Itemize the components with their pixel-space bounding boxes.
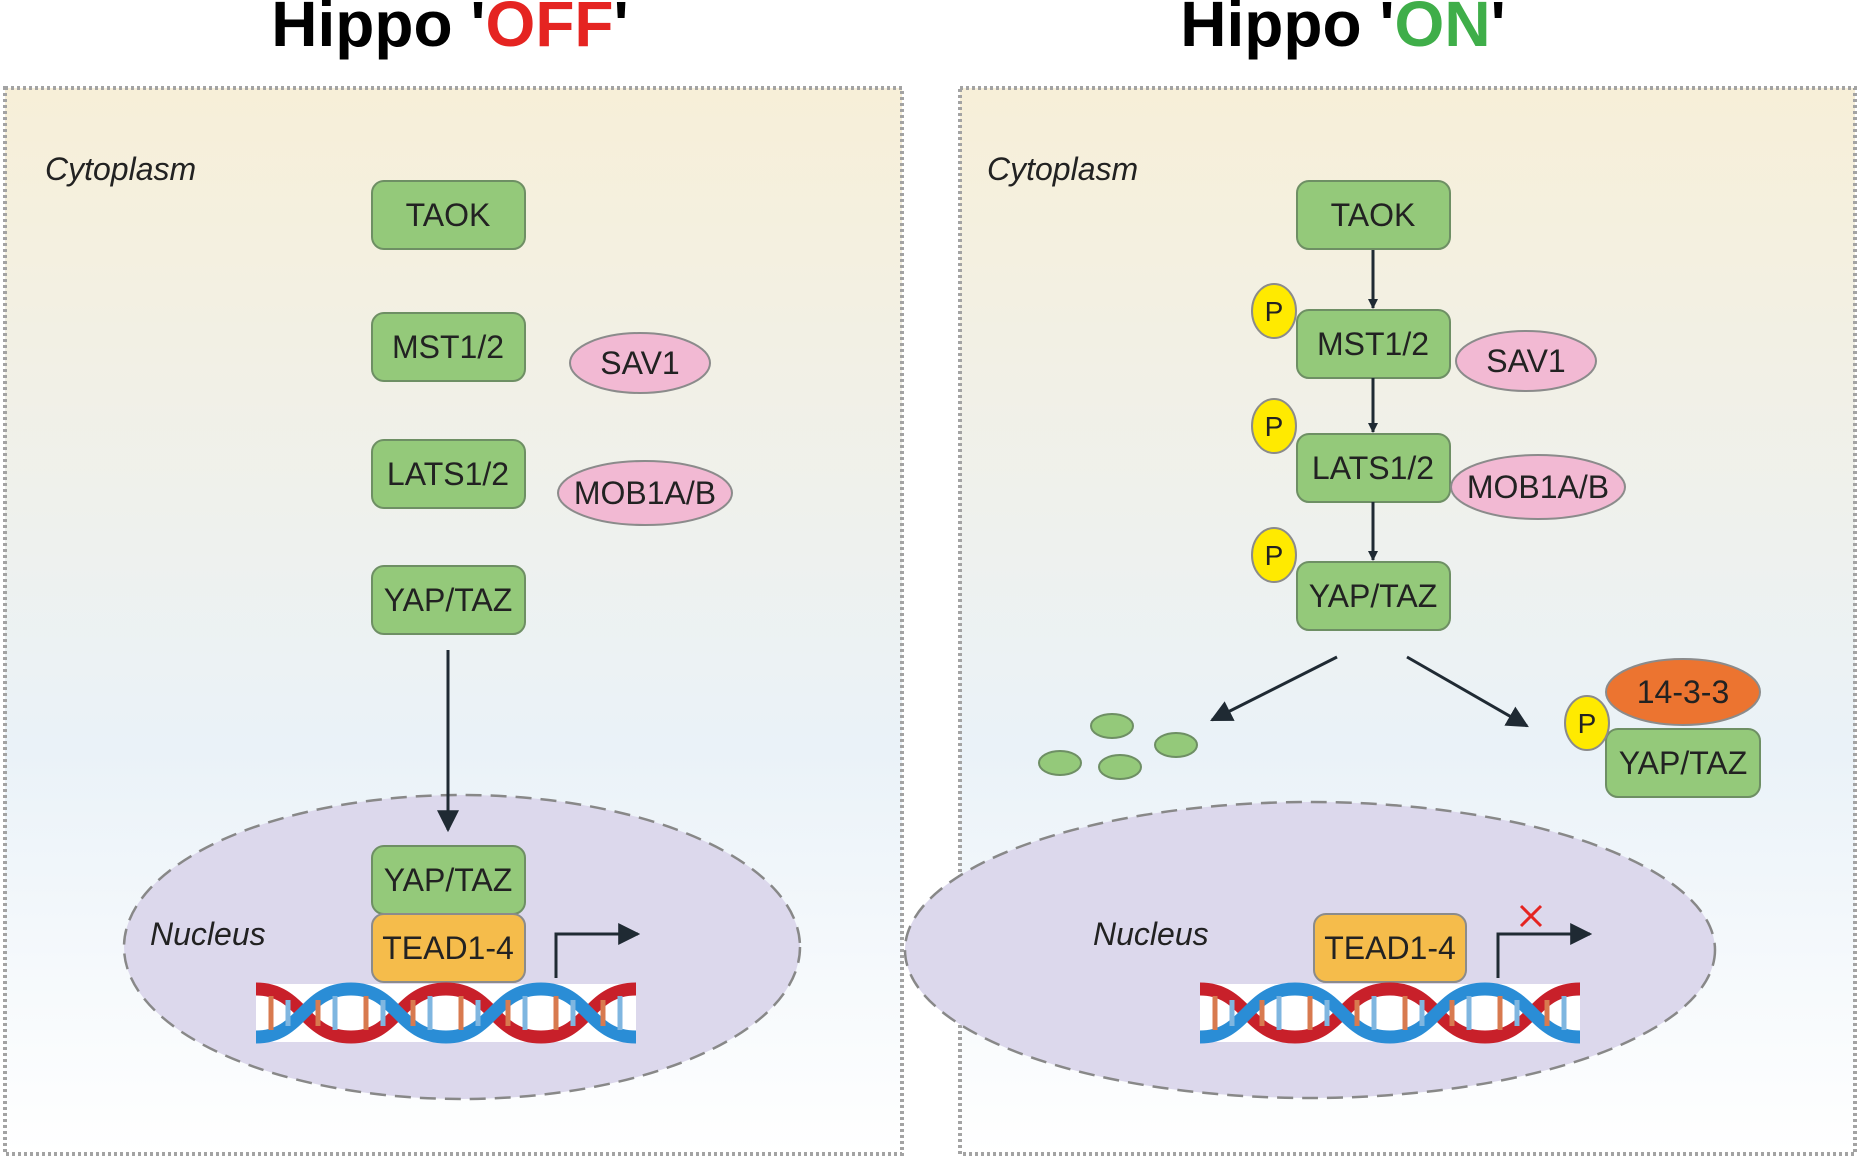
sav1-oval-off: SAV1 (569, 332, 711, 394)
title-hippo-off: Hippo 'OFF' (271, 0, 628, 60)
svg-text:MST1/2: MST1/2 (1317, 326, 1429, 362)
transcription-arrow-off (554, 923, 641, 978)
dna-helix-on (1200, 984, 1580, 1042)
degradation-arrow (1210, 655, 1338, 722)
transcription-arrow-on (1496, 923, 1593, 978)
off-state-word: OFF (486, 0, 614, 60)
svg-text:SAV1: SAV1 (600, 345, 679, 381)
title-hippo-on: Hippo 'ON' (1180, 0, 1506, 60)
protein-14-3-3: 14-3-3 (1605, 658, 1761, 726)
svg-text:MOB1A/B: MOB1A/B (1467, 469, 1609, 505)
svg-text:P: P (1578, 708, 1597, 739)
svg-text:P: P (1265, 296, 1284, 327)
mst-box-on: MST1/2 (1296, 309, 1451, 379)
cytoplasm-label-on: Cytoplasm (987, 151, 1138, 187)
svg-text:MOB1A/B: MOB1A/B (574, 475, 716, 511)
svg-text:TAOK: TAOK (1331, 197, 1416, 233)
phospho-yap: P (1251, 527, 1297, 583)
mob1-oval-on: MOB1A/B (1450, 454, 1626, 520)
degraded-yap-fragments (1038, 713, 1198, 780)
sequestration-arrow (1406, 655, 1529, 728)
svg-text:YAP/TAZ: YAP/TAZ (384, 862, 513, 898)
taok-box-off: TAOK (371, 180, 526, 250)
mst-box-off: MST1/2 (371, 312, 526, 382)
phospho-mst: P (1251, 283, 1297, 339)
tead-box-on: TEAD1-4 (1313, 913, 1467, 983)
nucleus-on (903, 800, 1717, 1100)
lats-box-off: LATS1/2 (371, 439, 526, 509)
transcription-blocked-x-icon (1519, 904, 1543, 928)
yap-taz-cytoplasm-off: YAP/TAZ (371, 565, 526, 635)
yap-taz-cytoplasm-on: YAP/TAZ (1296, 561, 1451, 631)
dna-helix-off (256, 984, 636, 1042)
tead-box-off: TEAD1-4 (371, 913, 526, 983)
lats-box-on: LATS1/2 (1296, 433, 1451, 503)
phospho-yap-sequestered: P (1564, 695, 1610, 751)
svg-text:YAP/TAZ: YAP/TAZ (1619, 745, 1748, 781)
yap-taz-nucleus-off: YAP/TAZ (371, 845, 526, 915)
svg-text:P: P (1265, 540, 1284, 571)
phospho-lats: P (1251, 398, 1297, 454)
svg-text:SAV1: SAV1 (1486, 343, 1565, 379)
nucleus-label-off: Nucleus (150, 916, 266, 952)
mob1-oval-off: MOB1A/B (557, 460, 733, 526)
svg-text:YAP/TAZ: YAP/TAZ (384, 582, 513, 618)
cytoplasm-label-off: Cytoplasm (45, 151, 196, 187)
svg-text:TEAD1-4: TEAD1-4 (382, 930, 514, 966)
svg-text:MST1/2: MST1/2 (392, 329, 504, 365)
on-state-word: ON (1395, 0, 1491, 60)
nucleus-label-on: Nucleus (1093, 916, 1209, 952)
yap-taz-sequestered: YAP/TAZ (1605, 728, 1761, 798)
svg-text:TEAD1-4: TEAD1-4 (1324, 930, 1456, 966)
svg-text:YAP/TAZ: YAP/TAZ (1309, 578, 1438, 614)
taok-box-on: TAOK (1296, 180, 1451, 250)
svg-text:LATS1/2: LATS1/2 (1312, 450, 1434, 486)
sav1-oval-on: SAV1 (1455, 330, 1597, 392)
svg-text:LATS1/2: LATS1/2 (387, 456, 509, 492)
svg-text:P: P (1265, 411, 1284, 442)
svg-text:14-3-3: 14-3-3 (1637, 674, 1730, 710)
svg-text:TAOK: TAOK (406, 197, 491, 233)
